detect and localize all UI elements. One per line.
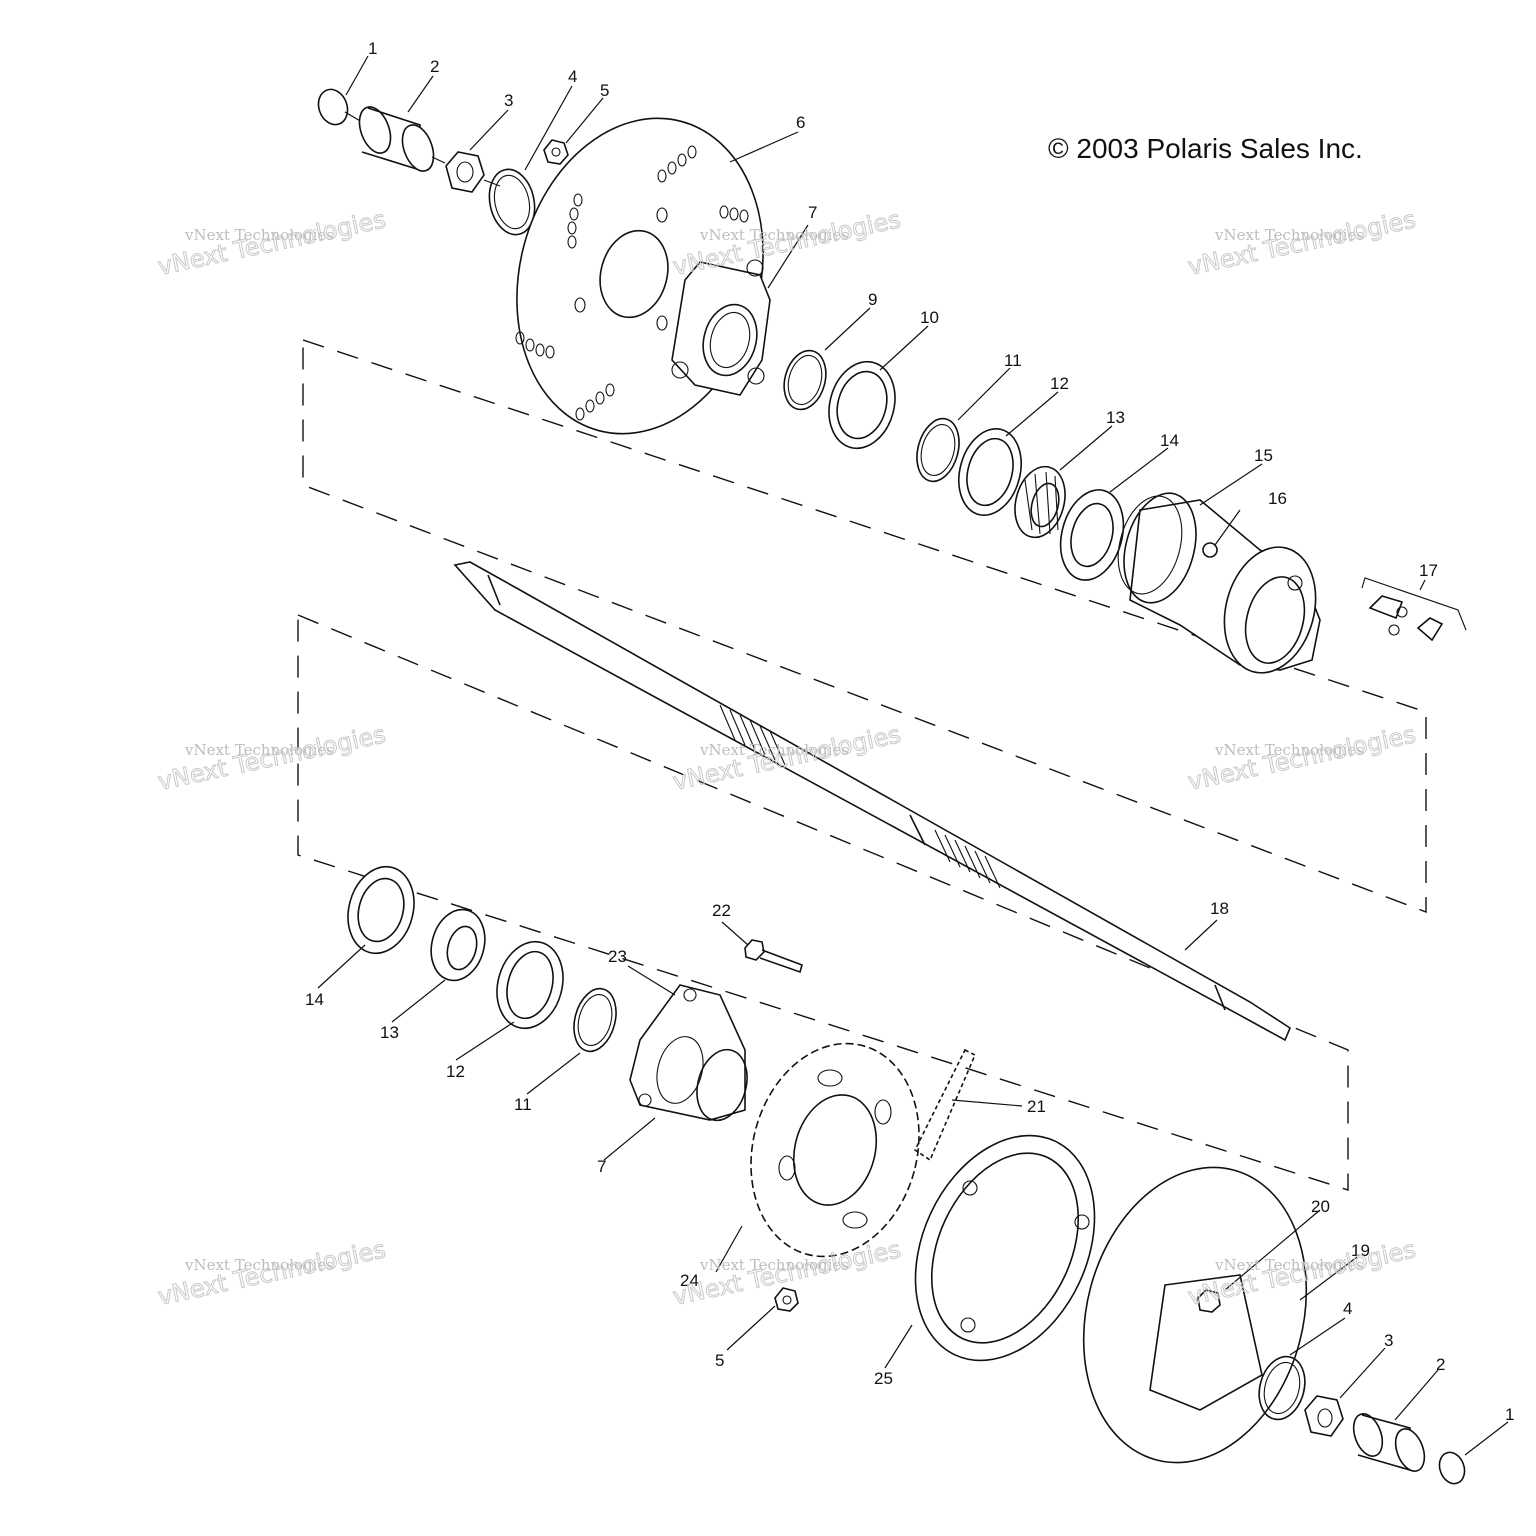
label-11-top: 11 [1004, 351, 1022, 370]
part-bearing-13-bottom [430, 908, 486, 982]
label-1-top: 1 [368, 39, 377, 58]
label-1-bottom: 1 [1505, 1405, 1514, 1424]
part-brake-disc-bottom [1082, 1166, 1308, 1464]
label-21: 21 [1027, 1097, 1046, 1116]
part-bearing-housing-15 [1117, 492, 1321, 674]
part-washer-11-bottom [573, 987, 617, 1053]
watermark-text: vNext Technologies [184, 1256, 334, 1274]
watermark-text: vNext Technologies [184, 226, 334, 244]
leader-lines [317, 55, 1509, 1456]
part-hub-top [671, 224, 809, 396]
part-snap-ring-9 [783, 349, 827, 411]
part-sleeve-top [358, 106, 446, 172]
label-24: 24 [680, 1271, 699, 1290]
part-chain-21 [913, 1048, 977, 1162]
copyright-notice: © 2003 Polaris Sales Inc. [1048, 133, 1363, 164]
part-brake-drum-25 [914, 1134, 1096, 1362]
label-5-bottom: 5 [715, 1351, 724, 1370]
part-small-nut-top [543, 139, 569, 165]
label-3-bottom: 3 [1384, 1331, 1393, 1350]
part-labels-top: 1 2 3 4 5 6 7 9 10 11 12 13 14 15 16 17 … [368, 39, 1438, 918]
label-4-top: 4 [568, 67, 577, 86]
part-sprocket-24 [750, 1042, 920, 1258]
part-seal-14-top [1059, 489, 1125, 581]
watermark-text: vNext Technologies [699, 226, 849, 244]
part-nut-top [445, 151, 501, 193]
part-washer-4-bottom [1258, 1355, 1306, 1421]
part-nut-5-bottom [774, 1287, 799, 1312]
label-17: 17 [1419, 561, 1438, 580]
watermark-text: vNext Technologies [699, 741, 849, 759]
label-6: 6 [796, 113, 805, 132]
label-14-bottom: 14 [305, 990, 324, 1009]
watermark-text: vNext Technologies [184, 741, 334, 759]
label-16: 16 [1268, 489, 1287, 508]
label-18: 18 [1210, 899, 1229, 918]
label-12-bottom: 12 [446, 1062, 465, 1081]
watermark-text: vNext Technologies [1214, 1256, 1364, 1274]
label-22: 22 [712, 901, 731, 920]
label-15: 15 [1254, 446, 1273, 465]
part-labels-bottom: 14 13 12 11 22 23 7 21 24 5 25 20 19 4 3… [305, 901, 1514, 1424]
part-snap-ring-1-bottom [1438, 1451, 1466, 1485]
label-12-top: 12 [1050, 374, 1069, 393]
label-13-bottom: 13 [380, 1023, 399, 1042]
part-sleeve-2-bottom [1352, 1413, 1426, 1472]
part-hub-23 [629, 984, 748, 1122]
watermark-text: vNext Technologies [1214, 741, 1364, 759]
label-2-top: 2 [430, 57, 439, 76]
label-3-top: 3 [504, 91, 513, 110]
part-race-12 [958, 427, 1022, 517]
label-23: 23 [608, 947, 627, 966]
label-14-top: 14 [1160, 431, 1179, 450]
label-2-bottom: 2 [1436, 1355, 1445, 1374]
assembly-guide-lines [297, 339, 1427, 1191]
watermark-text: vNext Technologies [1214, 226, 1364, 244]
watermark-text: vNext Technologies [699, 1256, 849, 1274]
label-7-bottom: 7 [597, 1157, 606, 1176]
label-11-bottom: 11 [514, 1095, 532, 1114]
label-25: 25 [874, 1369, 893, 1388]
label-10: 10 [920, 308, 939, 327]
part-race-12-bottom [496, 940, 564, 1030]
label-9: 9 [868, 290, 877, 309]
part-nut-3-bottom [1304, 1395, 1344, 1437]
label-19: 19 [1351, 1241, 1370, 1260]
part-washer-11 [916, 417, 960, 483]
part-race-10 [828, 360, 896, 450]
part-bolt-22 [744, 939, 803, 974]
part-axle-shaft-18 [453, 561, 1291, 1042]
part-washer-top [488, 168, 536, 236]
label-20: 20 [1311, 1197, 1330, 1216]
label-4-bottom: 4 [1343, 1299, 1352, 1318]
label-5-top: 5 [600, 81, 609, 100]
label-13-top: 13 [1106, 408, 1125, 427]
part-seal-14-bottom [347, 865, 415, 955]
part-grease-fitting-16 [1202, 509, 1241, 558]
part-screw-set-17 [1361, 577, 1467, 642]
part-snap-ring-top [317, 88, 363, 126]
label-7-top: 7 [808, 203, 817, 222]
part-bearing-13 [1014, 465, 1066, 539]
